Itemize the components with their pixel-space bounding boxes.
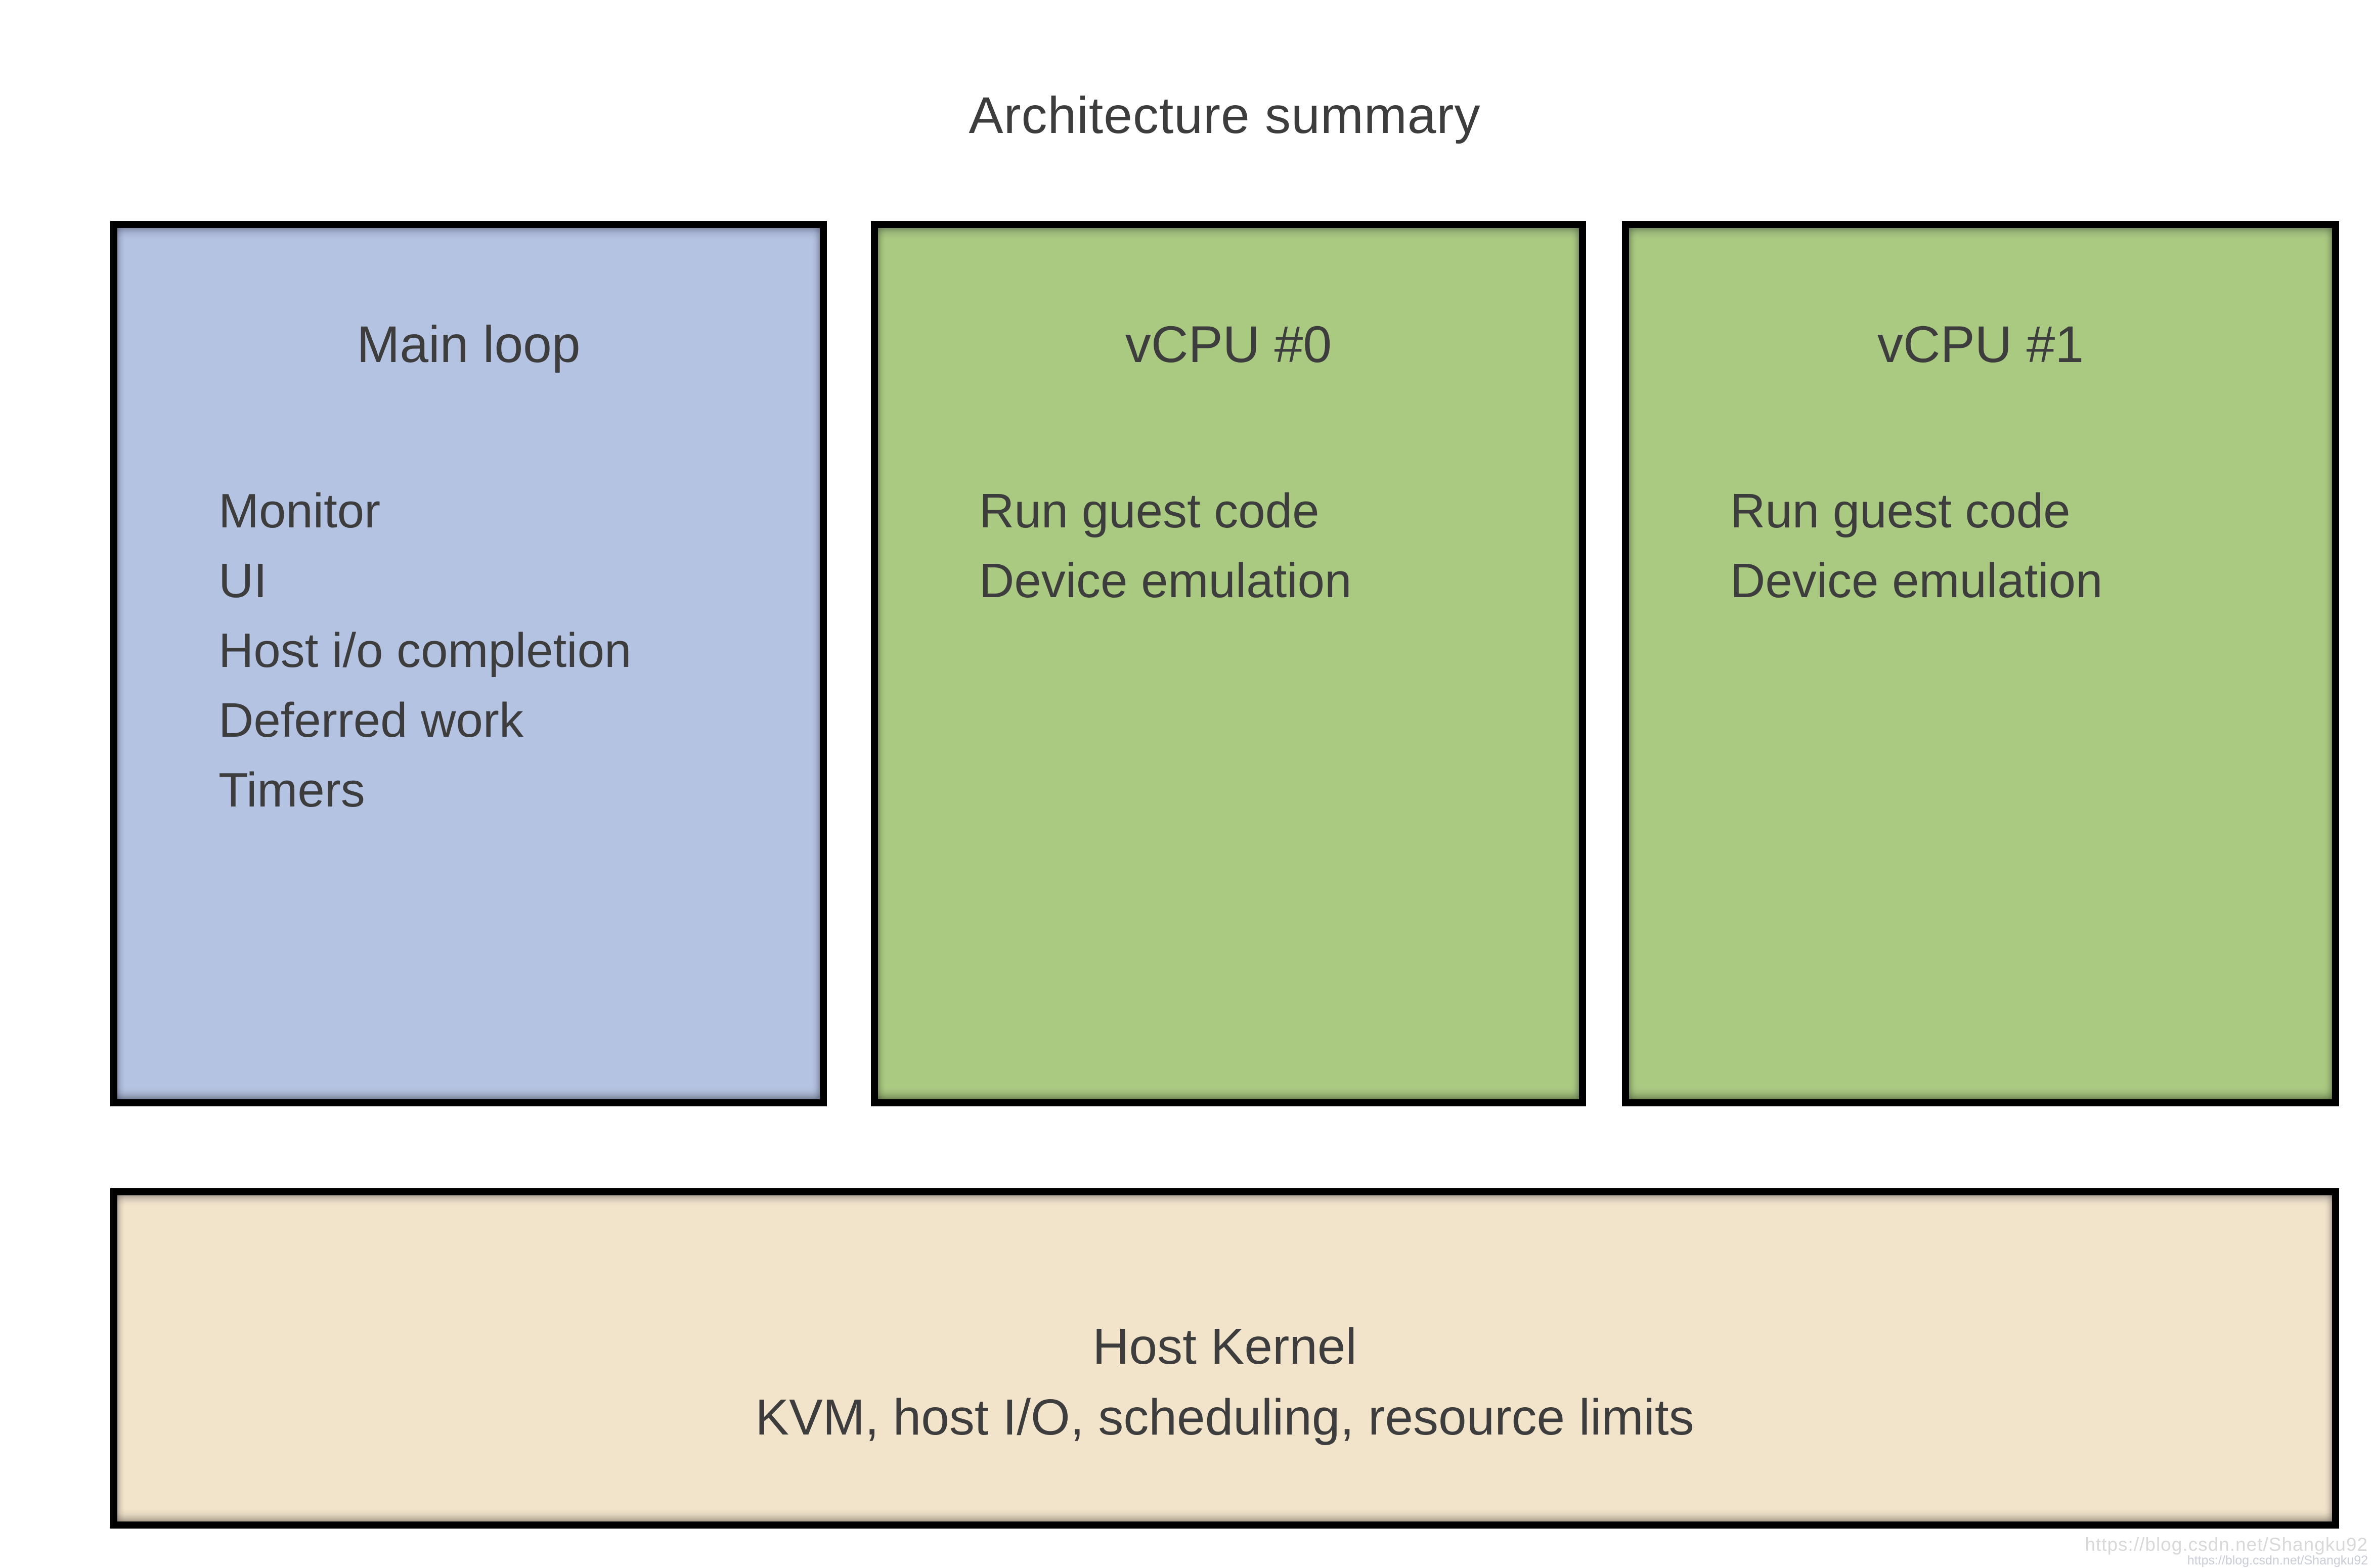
list-item-device-emulation: Device emulation xyxy=(1730,554,2103,608)
list-item-run-guest-code: Run guest code xyxy=(979,484,1320,538)
list-item-ui: UI xyxy=(218,554,267,608)
main-loop-list: Monitor UI Host i/o completion Deferred … xyxy=(218,476,789,825)
main-loop-title: Main loop xyxy=(357,316,581,373)
list-item-deferred-work: Deferred work xyxy=(218,693,523,747)
list-item-run-guest-code: Run guest code xyxy=(1730,484,2071,538)
list-item-monitor: Monitor xyxy=(218,484,381,538)
list-item-device-emulation: Device emulation xyxy=(979,554,1352,608)
watermark-large: https://blog.csdn.net/Shangku92 xyxy=(2085,1534,2368,1555)
page-title: Architecture summary xyxy=(969,86,1481,144)
host-kernel-text: Host Kernel KVM, host I/O, scheduling, r… xyxy=(117,1311,2332,1453)
vcpu0-title: vCPU #0 xyxy=(1125,316,1332,373)
vcpu1-title: vCPU #1 xyxy=(1877,316,2084,373)
host-kernel-title: Host Kernel xyxy=(1092,1318,1357,1375)
host-kernel-box: Host Kernel KVM, host I/O, scheduling, r… xyxy=(110,1188,2339,1529)
main-loop-box: Main loop Monitor UI Host i/o completion… xyxy=(110,221,827,1106)
list-item-host-io-completion: Host i/o completion xyxy=(218,623,632,678)
watermark-small: https://blog.csdn.net/Shangku92 xyxy=(2187,1553,2368,1567)
host-kernel-subtitle: KVM, host I/O, scheduling, resource limi… xyxy=(755,1389,1694,1446)
vcpu0-box: vCPU #0 Run guest code Device emulation xyxy=(871,221,1586,1106)
vcpu1-list: Run guest code Device emulation xyxy=(1730,476,2302,616)
vcpu1-box: vCPU #1 Run guest code Device emulation xyxy=(1622,221,2339,1106)
list-item-timers: Timers xyxy=(218,763,365,817)
vcpu0-list: Run guest code Device emulation xyxy=(979,476,1549,616)
